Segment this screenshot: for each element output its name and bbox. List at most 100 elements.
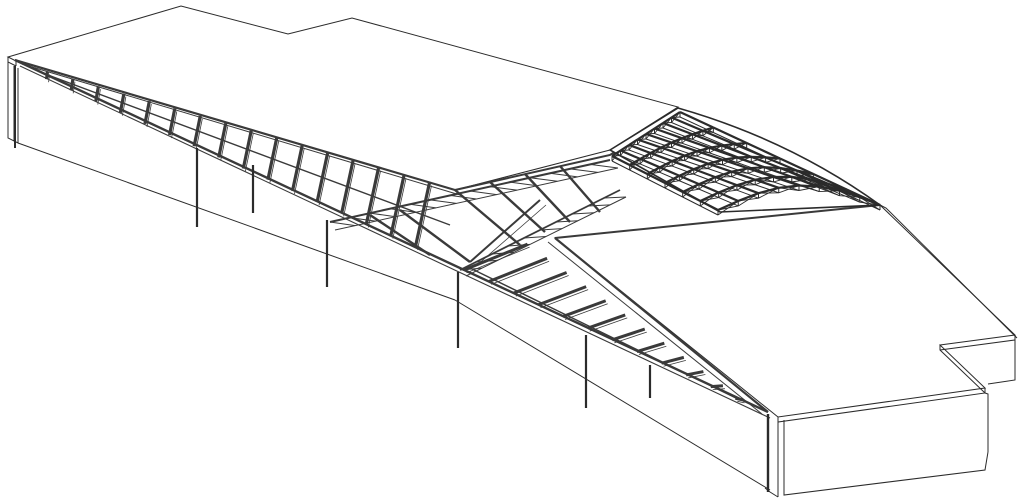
truss-web-diagonal xyxy=(369,212,396,218)
space-frame-member xyxy=(828,182,847,191)
rafter-left-edge xyxy=(417,185,432,250)
space-frame-web xyxy=(637,133,647,145)
space-frame-member xyxy=(671,160,695,171)
space-frame-member xyxy=(678,174,700,186)
space-frame-web xyxy=(693,163,709,175)
rafter-left-edge xyxy=(97,89,101,105)
space-frame-member xyxy=(664,182,684,193)
space-frame-member xyxy=(722,156,738,161)
space-frame-member xyxy=(660,141,672,149)
space-frame-chord xyxy=(659,171,680,182)
space-frame-member xyxy=(717,199,739,212)
space-frame-chord xyxy=(682,196,701,207)
space-frame-web xyxy=(734,142,747,150)
space-frame-member xyxy=(758,186,780,195)
rafter-right-edge xyxy=(564,303,608,320)
space-frame-web xyxy=(696,147,710,157)
space-frame-web xyxy=(765,158,781,163)
space-frame-web xyxy=(629,158,641,171)
space-frame-web xyxy=(659,160,673,173)
space-frame-member xyxy=(702,126,714,132)
space-frame-web xyxy=(692,130,704,140)
valley-cross-beam xyxy=(454,189,521,246)
space-frame-member xyxy=(734,141,747,146)
space-frame-chord xyxy=(755,184,779,194)
space-frame-web xyxy=(751,156,766,163)
rafter-left-edge xyxy=(195,118,203,150)
truss-web-diagonal xyxy=(349,217,376,222)
space-frame-chord xyxy=(654,133,683,144)
space-frame-web xyxy=(684,150,698,161)
space-frame-member xyxy=(755,175,774,181)
truss-web-diagonal xyxy=(529,177,558,182)
space-frame-member xyxy=(707,162,733,173)
space-frame-chord xyxy=(718,197,739,207)
rafter-right-edge xyxy=(540,289,589,309)
rafter-left-edge xyxy=(392,178,407,239)
space-frame-web xyxy=(620,144,630,156)
space-frame-web xyxy=(679,168,695,182)
space-frame-chord xyxy=(684,160,709,170)
space-frame-member xyxy=(671,154,686,163)
truss-web-diagonal xyxy=(603,196,627,199)
purlin-left xyxy=(39,71,451,226)
space-frame-web xyxy=(647,166,661,180)
space-frame-chord xyxy=(747,172,774,183)
space-frame-member xyxy=(718,191,739,202)
space-frame-web xyxy=(700,192,719,207)
space-frame-web xyxy=(654,122,664,134)
space-frame-chord xyxy=(709,152,738,163)
truss-web-diagonal xyxy=(329,221,356,227)
rafter-right xyxy=(661,355,685,365)
space-frame-member xyxy=(746,142,781,160)
space-frame-member xyxy=(778,184,800,189)
truss-web-diagonal xyxy=(569,168,598,173)
truss-web-diagonal xyxy=(571,212,595,215)
space-frame-member xyxy=(696,146,710,153)
space-frame-member xyxy=(709,144,723,149)
space-frame-member xyxy=(791,175,811,181)
rafter-right-edge xyxy=(737,400,745,404)
space-frame-web xyxy=(662,117,672,129)
truss-web-diagonal xyxy=(549,172,578,178)
truss-web-diagonal xyxy=(459,267,483,271)
space-frame-member xyxy=(645,132,672,144)
space-frame-web xyxy=(709,145,723,154)
space-frame-member xyxy=(684,154,709,165)
space-frame-web xyxy=(738,192,759,207)
space-frame-member xyxy=(747,166,765,170)
space-frame-member xyxy=(737,192,759,202)
space-frame-web xyxy=(778,185,800,194)
space-frame-web xyxy=(736,156,752,163)
space-frame-member xyxy=(779,157,814,175)
space-frame-web xyxy=(717,200,739,216)
space-frame-web xyxy=(798,186,820,191)
space-frame-member xyxy=(670,111,681,119)
rafter-right xyxy=(562,299,607,318)
space-frame-chord xyxy=(647,178,666,189)
space-frame-member xyxy=(718,184,738,194)
space-frame-member xyxy=(692,133,723,147)
space-frame-member xyxy=(692,129,704,136)
space-frame-chord xyxy=(698,188,719,199)
space-frame-member xyxy=(712,126,748,144)
space-frame-member xyxy=(796,169,814,176)
truss-web-diagonal xyxy=(429,199,457,204)
space-frame-member xyxy=(682,191,701,202)
space-frame-member xyxy=(699,191,720,202)
space-frame-member xyxy=(684,150,698,157)
space-frame-member xyxy=(619,144,630,152)
space-frame-member xyxy=(646,173,666,184)
truss-web-diagonal xyxy=(491,251,515,255)
space-frame-chord xyxy=(671,165,694,175)
truss-web-diagonal xyxy=(509,181,538,187)
space-frame-member xyxy=(699,200,719,211)
rafter-left-edge xyxy=(367,170,381,228)
space-frame-member xyxy=(653,122,664,130)
rafter-left-edge xyxy=(121,96,127,116)
rafter-right-edge xyxy=(663,359,686,367)
space-frame-member xyxy=(654,127,683,140)
space-frame-member xyxy=(671,116,704,132)
rafter-left-edge xyxy=(146,103,152,127)
space-frame-chord xyxy=(611,160,630,171)
